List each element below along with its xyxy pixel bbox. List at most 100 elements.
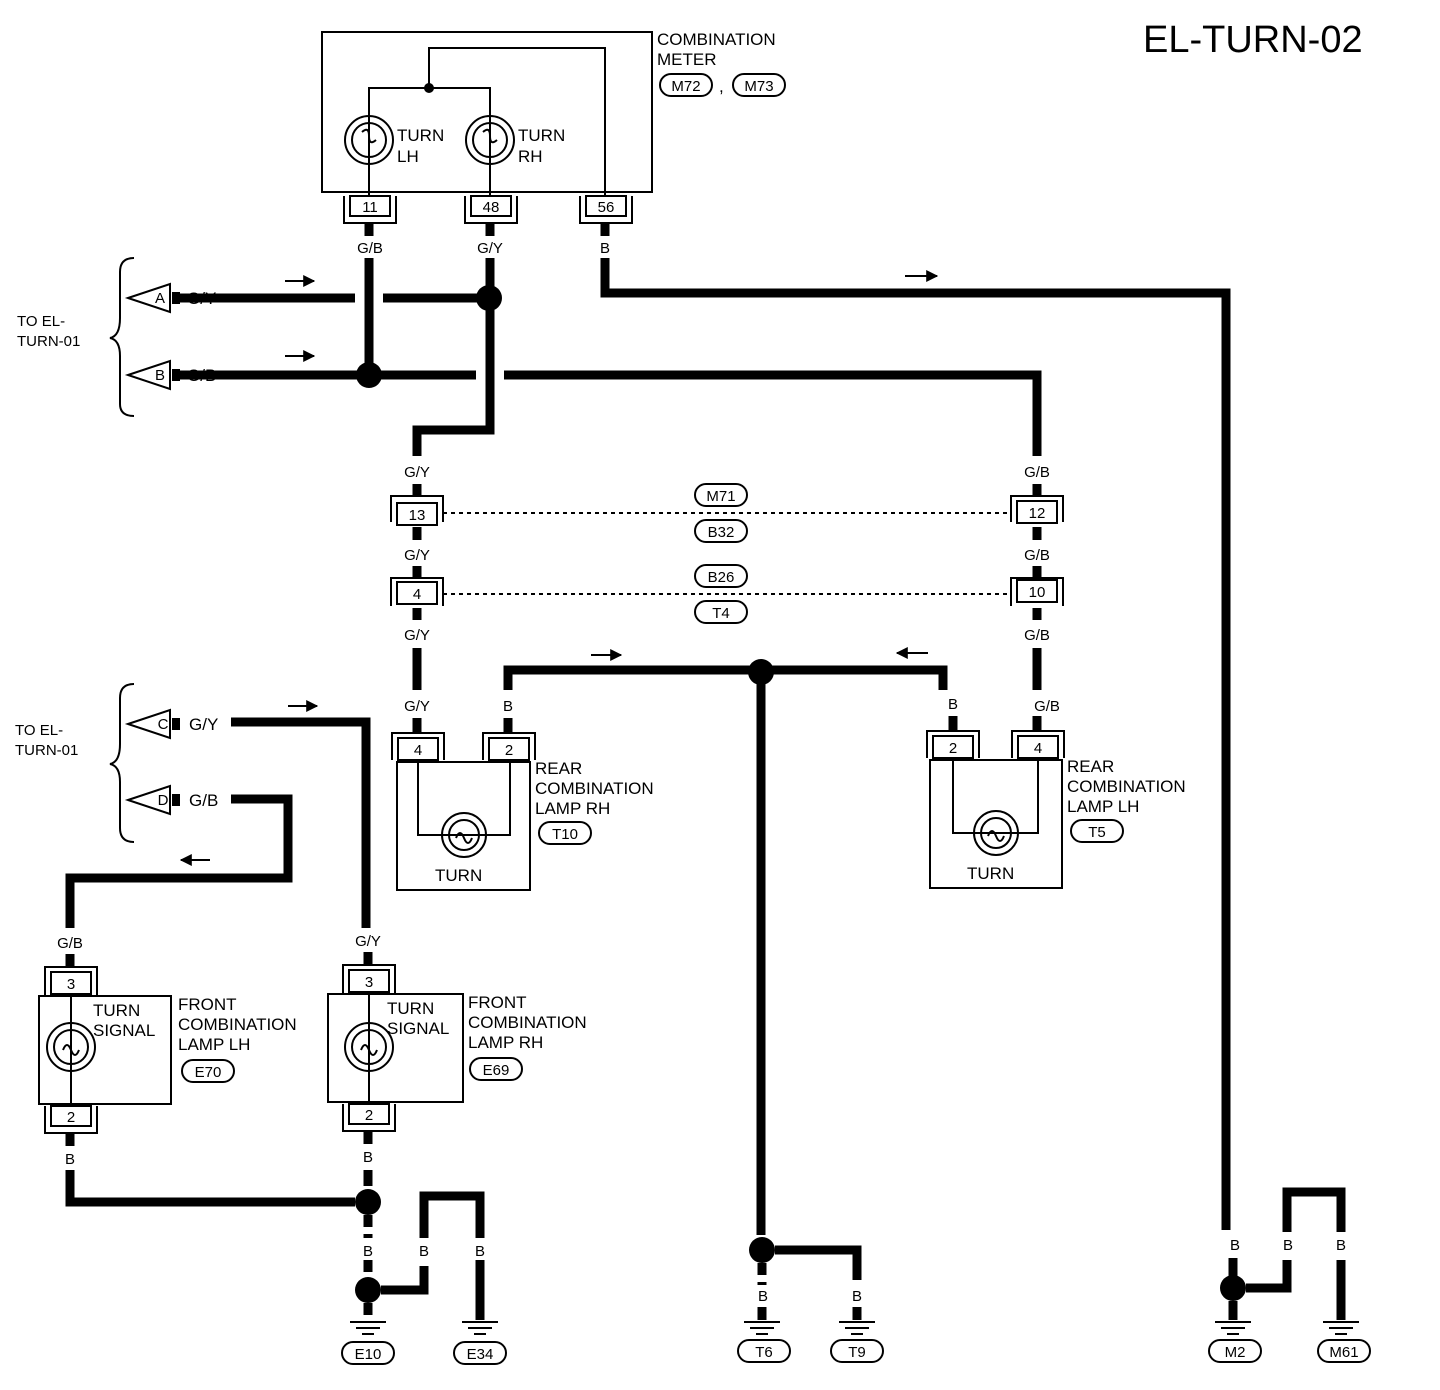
combination-meter-label-1: COMBINATION bbox=[657, 30, 776, 49]
wire-label-gb: G/B bbox=[357, 240, 383, 257]
wire-label-gb: G/B bbox=[1034, 698, 1060, 715]
meter-pin-48: 48 bbox=[464, 195, 518, 224]
svg-text:TURN: TURN bbox=[387, 999, 434, 1018]
svg-text:M73: M73 bbox=[744, 78, 773, 95]
svg-text:TO EL-: TO EL- bbox=[15, 722, 63, 739]
svg-text:B32: B32 bbox=[708, 524, 735, 541]
turn-lh-bulb-icon bbox=[344, 115, 394, 165]
svg-text:2: 2 bbox=[949, 740, 957, 757]
front-rh-pin-2: 2 bbox=[342, 1103, 396, 1132]
connector-badge-b26: B26 bbox=[694, 564, 748, 588]
inline-connector-10: 10 bbox=[1010, 577, 1064, 606]
svg-text:TURN: TURN bbox=[967, 864, 1014, 883]
svg-text:TURN: TURN bbox=[435, 866, 482, 885]
meter-internal-wire-ground bbox=[428, 47, 606, 197]
wire-label-gy: G/Y bbox=[404, 698, 430, 715]
svg-text:LAMP RH: LAMP RH bbox=[468, 1033, 543, 1052]
wire-label-b: B bbox=[1283, 1237, 1293, 1254]
wire-label-b: B bbox=[65, 1151, 75, 1168]
connector-arrow-a: A bbox=[124, 282, 180, 314]
svg-text:12: 12 bbox=[1029, 505, 1046, 522]
inline-connector-4: 4 bbox=[390, 577, 444, 606]
diagram-title: EL-TURN-02 bbox=[1143, 19, 1363, 61]
gb-splice-top bbox=[356, 362, 382, 388]
front-combination-lamp-lh: 3 TURN SIGNAL 2 FRONT COMBINATION LAMP L… bbox=[38, 966, 297, 1134]
wire-label-b: B bbox=[419, 1243, 429, 1260]
front-lh-pin-3: 3 bbox=[44, 966, 98, 996]
svg-text:4: 4 bbox=[414, 742, 422, 759]
svg-text:E10: E10 bbox=[355, 1346, 382, 1363]
wire-label-gb: G/B bbox=[189, 791, 218, 810]
wire-label-gy: G/Y bbox=[187, 289, 216, 308]
wire-label-gy: G/Y bbox=[477, 240, 503, 257]
svg-text:T9: T9 bbox=[848, 1344, 866, 1361]
svg-text:REAR: REAR bbox=[535, 759, 582, 778]
ground-e34: E34 bbox=[453, 1321, 507, 1365]
rear-rh-pin-2: 2 bbox=[482, 732, 536, 761]
connector-arrow-d: D bbox=[124, 784, 180, 816]
connector-badge-b32: B32 bbox=[694, 519, 748, 543]
svg-text:4: 4 bbox=[1034, 740, 1042, 757]
svg-text:SIGNAL: SIGNAL bbox=[387, 1019, 449, 1038]
rear-ground-wiring bbox=[503, 647, 948, 1235]
connector-separator: , bbox=[719, 77, 724, 96]
svg-text:LAMP RH: LAMP RH bbox=[535, 799, 610, 818]
rear-rh-bulb-icon bbox=[441, 812, 487, 858]
connector-badge-e69: E69 bbox=[469, 1057, 523, 1081]
meter-pin-11: 11 bbox=[343, 195, 397, 224]
inline-connector-12: 12 bbox=[1010, 495, 1064, 524]
wire-label-b: B bbox=[948, 696, 958, 713]
wire-label-b: B bbox=[503, 698, 513, 715]
svg-text:D: D bbox=[158, 792, 169, 809]
svg-text:LAMP LH: LAMP LH bbox=[178, 1035, 250, 1054]
wire-label-gy: G/Y bbox=[355, 933, 381, 950]
svg-text:T10: T10 bbox=[552, 826, 578, 843]
front-wiring bbox=[65, 700, 371, 928]
wire-label-gb: G/B bbox=[57, 935, 83, 952]
front-rh-bulb-icon bbox=[344, 1022, 394, 1072]
turn-rh-label-1: TURN bbox=[518, 126, 565, 145]
rear-lh-bulb-icon bbox=[973, 810, 1019, 856]
svg-text:3: 3 bbox=[365, 974, 373, 991]
svg-text:4: 4 bbox=[413, 586, 421, 603]
wire-label-gb: G/B bbox=[1024, 547, 1050, 564]
inline-connector-13: 13 bbox=[390, 495, 444, 526]
connector-badge-t10: T10 bbox=[538, 821, 592, 845]
wire-label-b: B bbox=[852, 1288, 862, 1305]
wire-label-b: B bbox=[363, 1149, 373, 1166]
wire-label-b: B bbox=[1230, 1237, 1240, 1254]
wire-label-b: B bbox=[363, 1243, 373, 1260]
svg-text:COMBINATION: COMBINATION bbox=[178, 1015, 297, 1034]
svg-text:TURN: TURN bbox=[93, 1001, 140, 1020]
svg-text:COMBINATION: COMBINATION bbox=[468, 1013, 587, 1032]
turn-lh-label-2: LH bbox=[397, 147, 419, 166]
rear-rh-pin-4: 4 bbox=[391, 732, 445, 761]
connector-badge-t4: T4 bbox=[694, 600, 748, 624]
wire-label-b: B bbox=[600, 240, 610, 257]
turn-lh-label-1: TURN bbox=[397, 126, 444, 145]
svg-text:E34: E34 bbox=[467, 1346, 494, 1363]
combination-meter-label-2: METER bbox=[657, 50, 717, 69]
connector-badge-m72: M72 bbox=[659, 73, 713, 97]
svg-text:M61: M61 bbox=[1329, 1344, 1358, 1361]
front-rh-pin-3: 3 bbox=[342, 964, 396, 994]
svg-text:COMBINATION: COMBINATION bbox=[1067, 777, 1186, 796]
wire-label-gb: G/B bbox=[187, 366, 216, 385]
meter-pin-56: 56 bbox=[579, 195, 633, 224]
svg-text:11: 11 bbox=[362, 199, 378, 216]
wire-label-gb: G/B bbox=[1024, 464, 1050, 481]
to-el-turn-01-top: TO EL- TURN-01 A G/Y B G/B bbox=[17, 257, 216, 417]
top-wiring bbox=[175, 224, 1231, 1230]
svg-text:2: 2 bbox=[67, 1109, 75, 1126]
svg-text:C: C bbox=[158, 716, 169, 733]
svg-text:B: B bbox=[155, 367, 165, 384]
front-combination-lamp-rh: 3 TURN SIGNAL 2 FRONT COMBINATION LAMP R… bbox=[327, 964, 587, 1132]
svg-text:FRONT: FRONT bbox=[178, 995, 237, 1014]
ground-e10: E10 bbox=[341, 1321, 395, 1365]
to-el-turn-01-bottom: TO EL- TURN-01 C G/Y D G/B bbox=[15, 683, 218, 843]
svg-text:T5: T5 bbox=[1088, 824, 1106, 841]
rear-combination-lamp-lh: 2 4 TURN REAR COMBINATION LAMP LH T5 bbox=[926, 730, 1186, 889]
connector-badge-m71: M71 bbox=[694, 483, 748, 507]
wire-label-b: B bbox=[758, 1288, 768, 1305]
